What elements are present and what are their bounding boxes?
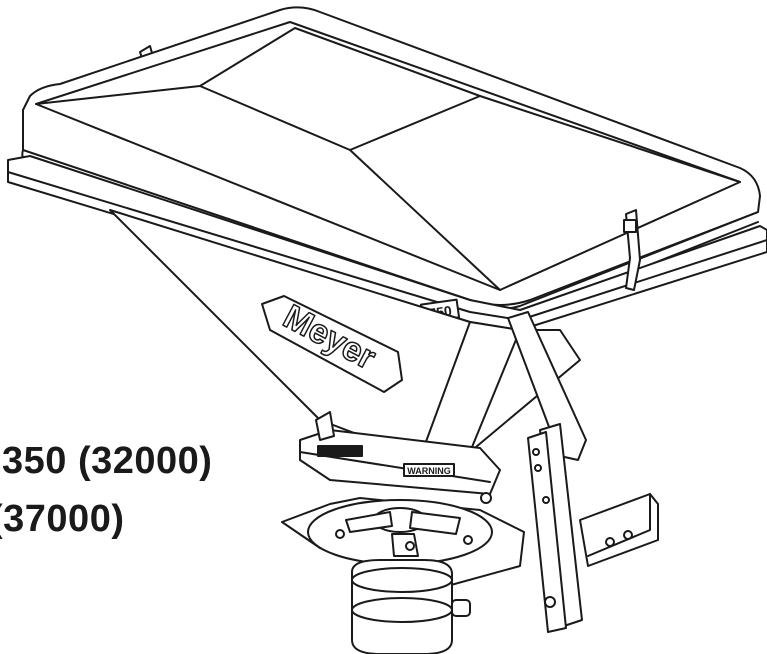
- drive-motor: [351, 559, 453, 654]
- lid-crease-3: [35, 85, 201, 105]
- guard-bracket: [315, 411, 335, 441]
- brand-badge-frame: [261, 295, 403, 393]
- latch-clip: [623, 219, 637, 233]
- rim-inner-line: [7, 171, 767, 321]
- bolt: [532, 448, 540, 456]
- lid-crease-2: [479, 95, 741, 183]
- warning-decal: WARNING: [407, 466, 451, 476]
- bolt: [463, 535, 473, 545]
- bolt: [405, 541, 415, 551]
- bolt: [335, 529, 345, 539]
- lid-crease-1: [349, 149, 501, 291]
- hitch-pin-hole: [623, 530, 633, 540]
- model-label-primary: 350 (32000): [2, 440, 213, 482]
- spinner-fin: [345, 511, 393, 533]
- motor-band: [351, 567, 453, 593]
- support-plate: [527, 431, 567, 633]
- hitch-pin-hole: [605, 537, 615, 547]
- model-label-secondary: (37000): [0, 498, 125, 540]
- bolt: [542, 496, 550, 504]
- warning-decal-frame: [403, 463, 455, 477]
- hopper-seam-2: [469, 329, 521, 453]
- hitch-tube-end: [587, 493, 651, 557]
- bolt: [534, 464, 542, 472]
- bolt: [480, 492, 492, 504]
- spinner-fin: [409, 511, 461, 535]
- bolt: [544, 596, 556, 608]
- warning-decal-left: [317, 445, 363, 457]
- hitch-tube: [579, 493, 659, 567]
- hopper-seam: [419, 321, 471, 459]
- motor-connector: [451, 599, 471, 617]
